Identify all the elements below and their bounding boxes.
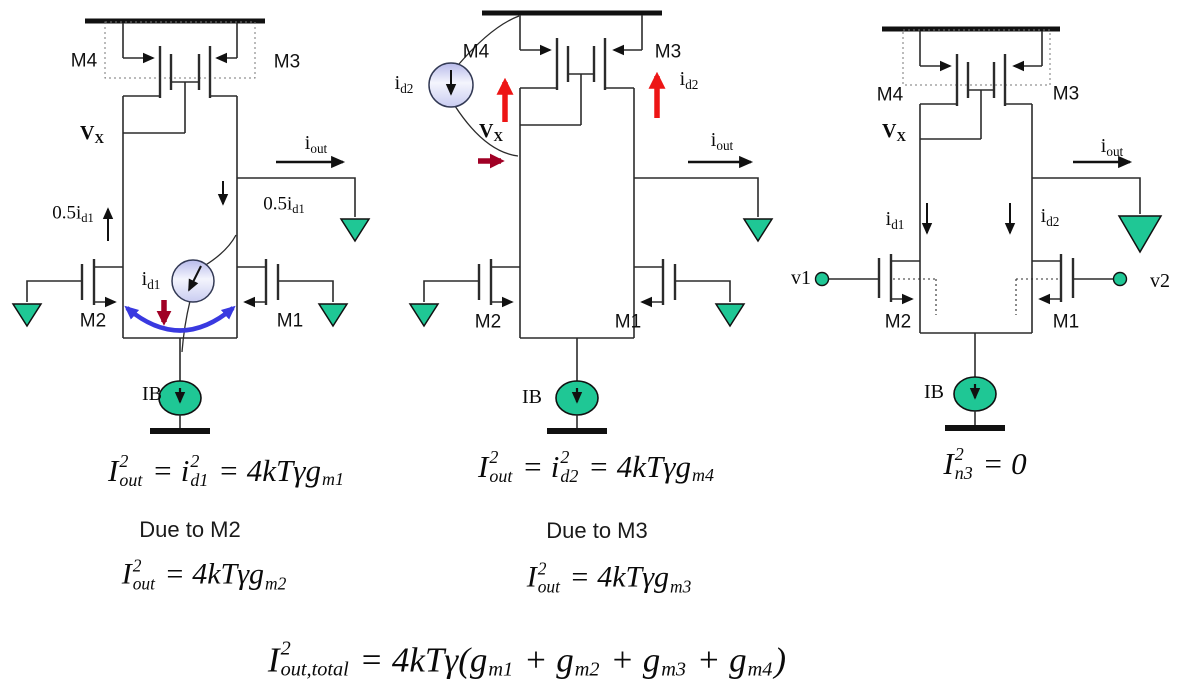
label-m2-2: M2 [474,311,502,333]
label-iout-2: iout [710,128,734,153]
label-m3-3: M3 [1052,83,1080,105]
mirror-dotted-box [104,21,256,79]
label-id1-1: id1 [141,267,161,292]
mirror-dotted-box [902,29,1051,86]
nmos-m2 [877,254,937,315]
ib-current-source [547,380,607,434]
input-v2-terminal [1073,271,1128,287]
noise-wire-top [458,15,520,65]
label-m3-2: M3 [654,41,682,63]
pmos-m3 [592,15,643,90]
pmos-m3 [197,23,238,98]
label-id2-left: id2 [394,71,414,96]
noise-wire-tail [181,300,191,353]
label-m4-2: M4 [462,41,490,63]
iout-wire [237,177,356,217]
noise-coupling-arc [124,305,236,333]
circuit-2-schematic [408,10,774,434]
label-m2-1: M2 [79,310,107,332]
label-iout-3: iout [1100,134,1124,159]
nmos-m1 [237,259,334,308]
label-half-id1-left: 0.5id1 [52,202,94,226]
ground-symbol-output [742,218,774,243]
pmos-m4 [122,23,173,98]
label-m4-1: M4 [70,50,98,72]
ground-symbol-output [339,218,371,243]
label-m4-3: M4 [876,84,904,106]
label-m1-1: M1 [276,310,304,332]
ground-symbol-m1-gate [714,303,746,328]
noise-wire-top [203,234,237,267]
label-id1-3: id1 [885,207,905,232]
nmos-m1 [1015,254,1075,315]
label-m1-3: M1 [1052,311,1080,333]
label-iout-1: iout [304,131,328,156]
label-ib-2: IB [522,386,542,408]
label-half-id1-right: 0.5id1 [263,193,305,217]
iout-wire [1032,177,1141,214]
circuit-1-schematic [11,18,371,434]
nmos-m2 [26,259,123,308]
label-vx-2: VX [479,119,503,144]
ground-symbol-m1-gate [317,303,349,328]
noise-current-source-id2 [428,15,520,157]
label-id2-3: id2 [1040,204,1060,229]
label-m2-3: M2 [884,311,912,333]
ground-symbol-m2-gate [408,303,440,328]
nmos-m1 [634,259,731,308]
nmos-m2 [423,259,520,308]
pmos-m4 [919,31,970,106]
pmos-m3 [992,31,1043,106]
ib-current-source [945,376,1005,431]
label-ib-3: IB [924,381,944,403]
ground-symbol-m2-gate [11,303,43,328]
label-m3-1: M3 [273,51,301,73]
circuit-3-schematic [814,26,1163,431]
ib-current-source [150,380,210,434]
label-ib-1: IB [142,383,162,405]
label-m1-2: M1 [614,311,642,333]
noise-current-source-id1 [171,234,237,353]
input-v1-terminal [814,271,879,287]
noise-wire-bottom [454,105,519,157]
label-vx-3: VX [882,119,906,144]
due-to-m2-caption: Due to M2 [139,517,241,542]
iout-wire [634,177,759,217]
label-id2-right: id2 [679,67,699,92]
label-v2: v2 [1150,270,1170,292]
pmos-m4 [519,15,570,90]
ground-symbol-output [1117,215,1163,254]
label-vx-1: VX [80,121,104,146]
due-to-m3-caption: Due to M3 [546,518,648,543]
label-v1: v1 [791,267,811,289]
